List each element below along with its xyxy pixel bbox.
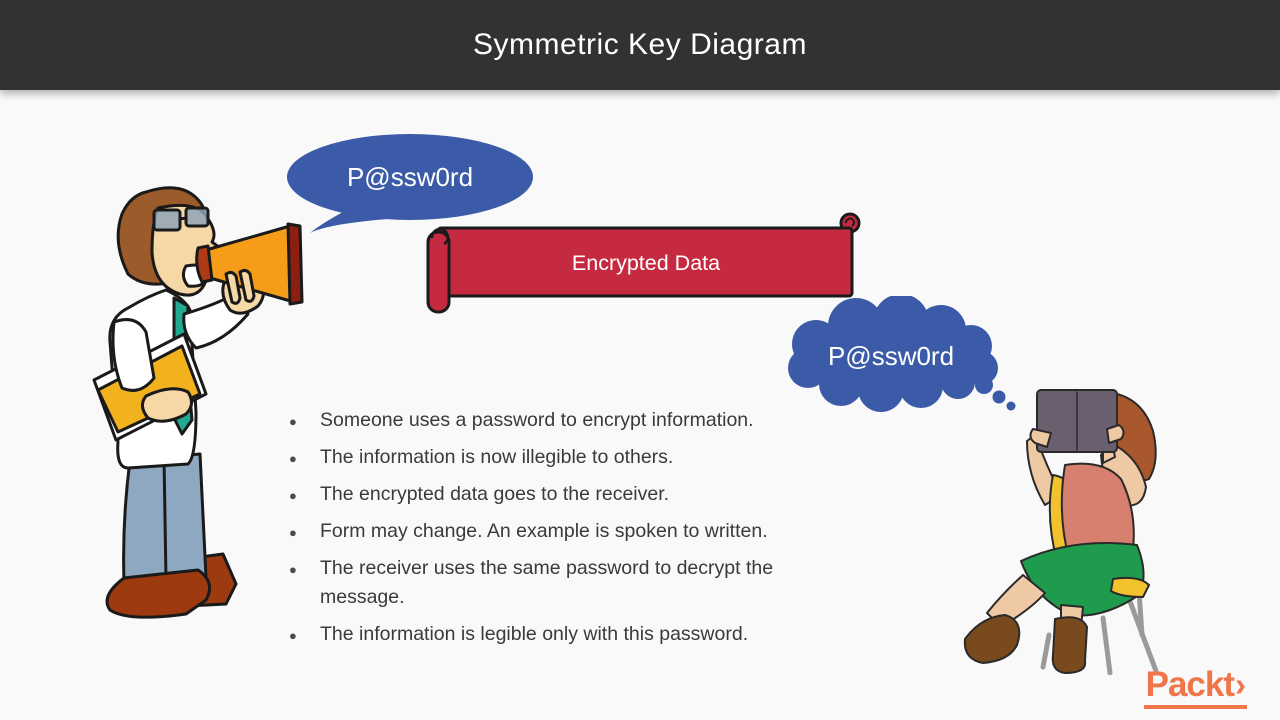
- bullet-item: Someone uses a password to encrypt infor…: [287, 406, 847, 436]
- bullet-item: Form may change. An example is spoken to…: [287, 517, 847, 547]
- packt-logo-chevron: ›: [1235, 666, 1246, 703]
- bullet-text: Someone uses a password to encrypt infor…: [320, 409, 754, 431]
- bullet-list: Someone uses a password to encrypt infor…: [287, 406, 847, 657]
- encrypted-data-banner: Encrypted Data: [426, 212, 861, 314]
- bullet-item: The information is now illegible to othe…: [287, 443, 847, 473]
- bullet-text: The receiver uses the same password to d…: [320, 557, 774, 608]
- packt-logo-text: Packt: [1145, 665, 1235, 704]
- thought-cloud-text: P@ssw0rd: [828, 341, 954, 371]
- title-bar: Symmetric Key Diagram: [0, 0, 1280, 90]
- thought-dot-medium: [992, 390, 1006, 404]
- bullet-item: The encrypted data goes to the receiver.: [287, 480, 847, 510]
- bullet-item: The information is legible only with thi…: [287, 620, 847, 650]
- speech-bubble: P@ssw0rd: [287, 134, 533, 233]
- page-title: Symmetric Key Diagram: [473, 28, 807, 61]
- speech-bubble-text: P@ssw0rd: [347, 162, 473, 192]
- thought-cloud: P@ssw0rd: [788, 296, 1016, 412]
- speaker-man-illustration: [92, 186, 304, 619]
- packt-logo: Packt›: [1143, 665, 1247, 709]
- bullet-text: The information is now illegible to othe…: [320, 446, 674, 468]
- reading-woman-illustration: [963, 389, 1159, 675]
- banner-text: Encrypted Data: [572, 251, 720, 275]
- bullet-text: The encrypted data goes to the receiver.: [320, 483, 670, 505]
- bullet-text: The information is legible only with thi…: [320, 623, 749, 645]
- thought-dot-large: [975, 376, 993, 394]
- bullet-text: Form may change. An example is spoken to…: [320, 520, 768, 542]
- thought-dot-small: [1006, 401, 1016, 411]
- bullet-item: The receiver uses the same password to d…: [287, 554, 847, 612]
